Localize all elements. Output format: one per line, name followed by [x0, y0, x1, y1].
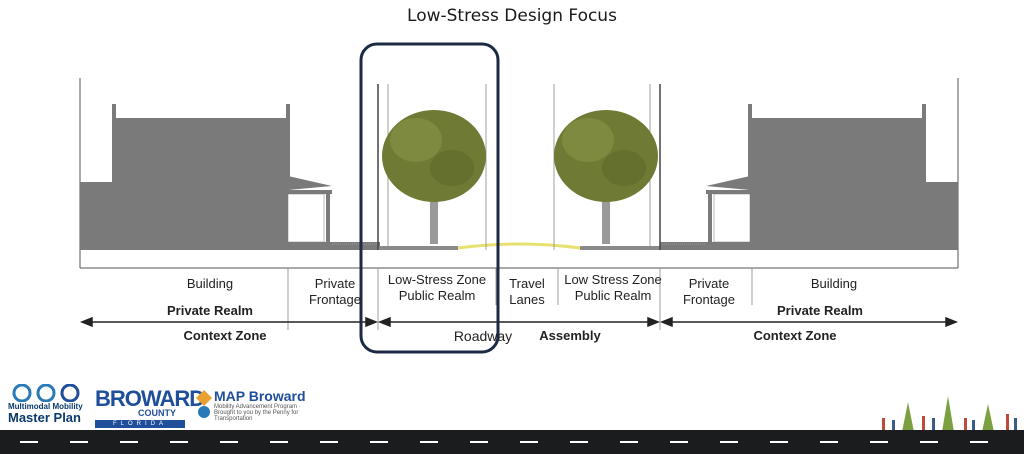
label-travel-lanes: Travel Lanes: [509, 276, 545, 307]
label-low-stress-left: Low-Stress Zone Public Realm: [387, 272, 487, 303]
broward-florida: FLORIDA: [95, 420, 185, 428]
road-dash: [870, 441, 888, 443]
label-context-zone-right: Context Zone: [753, 328, 837, 343]
tree-left: [382, 110, 486, 244]
map-broward-icon: [196, 390, 212, 418]
road-dash: [70, 441, 88, 443]
mmp-logo-text: Multimodal Mobility Master Plan: [8, 402, 88, 425]
label-building-right: Building: [810, 276, 858, 291]
label-roadway: Roadway: [453, 328, 513, 344]
road-dash: [820, 441, 838, 443]
road-dash: [970, 441, 988, 443]
label-private-realm-left: Private Realm: [167, 303, 253, 318]
label-low-stress-right: Low Stress Zone Public Realm: [564, 272, 662, 303]
road-dash: [320, 441, 338, 443]
road-dash: [270, 441, 288, 443]
arrow-context-left: [79, 316, 379, 328]
label-context-zone-left: Context Zone: [183, 328, 267, 343]
road-dash: [20, 441, 38, 443]
map-broward-subtitle: Mobility Advancement Program · Brought t…: [214, 404, 301, 422]
diagram-title: Low-Stress Design Focus: [407, 6, 617, 26]
road-dash: [770, 441, 788, 443]
road-dash: [220, 441, 238, 443]
label-private-frontage-left: Private Frontage: [308, 276, 362, 307]
label-private-realm-right: Private Realm: [777, 303, 863, 318]
people-illustration-icon: [882, 396, 1017, 432]
label-private-frontage-right: Private Frontage: [682, 276, 736, 307]
mmp-line1: Multimodal Mobility: [8, 402, 83, 411]
label-assembly: Assembly: [539, 328, 601, 343]
mmp-logo-icon: [12, 384, 80, 402]
tree-right: [554, 110, 658, 244]
ground-right: [660, 242, 958, 250]
road-dash: [170, 441, 188, 443]
sidewalk-left: [378, 246, 458, 250]
arrow-roadway-assembly: [377, 316, 661, 328]
road-dash: [720, 441, 738, 443]
broward-county: COUNTY: [138, 408, 176, 418]
right-building: [706, 104, 958, 244]
road-dash: [920, 441, 938, 443]
left-building: [80, 104, 332, 244]
label-building-left: Building: [186, 276, 234, 291]
road-dash: [370, 441, 388, 443]
road-dash: [670, 441, 688, 443]
road-dash: [120, 441, 138, 443]
map-broward-title: MAP Broward: [214, 388, 306, 404]
sidewalk-right: [580, 246, 660, 250]
street-cross-section: [79, 42, 959, 354]
road-surface: [457, 242, 581, 250]
arrow-context-right: [659, 316, 959, 328]
road-dash: [570, 441, 588, 443]
road-dash: [520, 441, 538, 443]
road-dash: [620, 441, 638, 443]
road-dash: [470, 441, 488, 443]
broward-logo: BROWARD: [95, 386, 205, 411]
ground-left: [80, 242, 380, 250]
mmp-line2: Master Plan: [8, 410, 81, 425]
road-dash: [420, 441, 438, 443]
low-stress-highlight-box: [359, 42, 500, 354]
